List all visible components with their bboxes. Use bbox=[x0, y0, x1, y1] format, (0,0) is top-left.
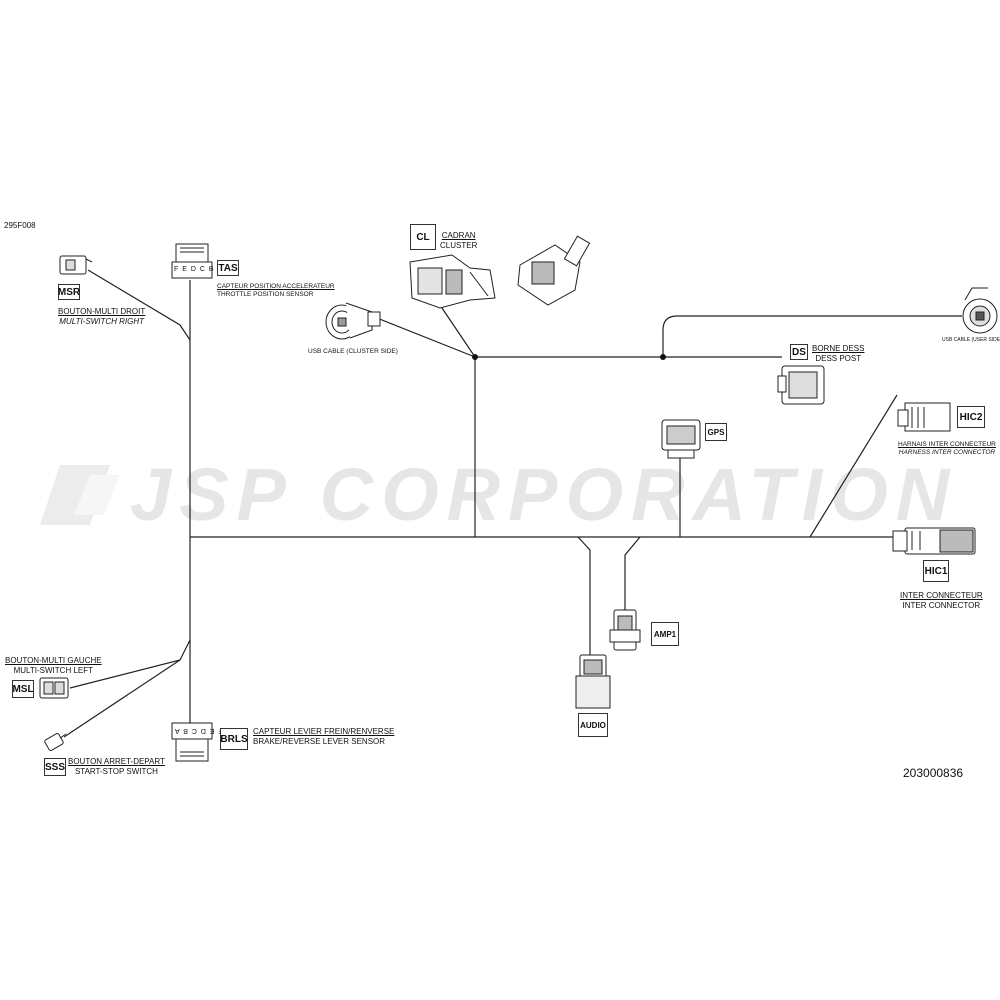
usb-user-side-icon bbox=[962, 287, 998, 334]
cl-label-fr: CADRAN bbox=[441, 231, 476, 240]
watermark-text: JSP CORPORATION bbox=[130, 453, 958, 536]
tas-pin-letters: F E D C B A bbox=[174, 266, 223, 273]
usb-user-label: USB CABLE (USER SIDE) bbox=[942, 337, 1000, 343]
audio-code: AUDIO bbox=[578, 713, 608, 737]
msl-code: MSL bbox=[12, 680, 34, 698]
hic1-code: HIC1 bbox=[923, 560, 949, 582]
hic2-connector-icon bbox=[897, 402, 951, 432]
msl-label-fr: BOUTON-MULTI GAUCHE bbox=[5, 656, 102, 665]
hic1-label-en: INTER CONNECTOR bbox=[902, 601, 981, 610]
brls-label-en: BRAKE/REVERSE LEVER SENSOR bbox=[253, 737, 386, 746]
brls-pin-letters: F E D C B A bbox=[174, 727, 223, 734]
brls-connector-icon bbox=[171, 722, 213, 762]
brls-code: BRLS bbox=[220, 728, 248, 750]
usb-cluster-label: USB CABLE (CLUSTER SIDE) bbox=[308, 348, 398, 355]
usb-cluster-side-icon bbox=[325, 302, 381, 340]
cluster-connector-icon bbox=[409, 254, 496, 309]
sss-label-fr: BOUTON ARRET-DEPART bbox=[68, 757, 165, 766]
amp1-code: AMP1 bbox=[651, 622, 679, 646]
tas-label-en: THROTTLE POSITION SENSOR bbox=[217, 291, 314, 298]
msr-label-en: MULTI-SWITCH RIGHT bbox=[59, 317, 144, 326]
msl-connector-icon bbox=[39, 677, 69, 699]
gps-connector-icon bbox=[661, 419, 701, 459]
brls-label-fr: CAPTEUR LEVIER FREIN/RENVERSE bbox=[253, 727, 395, 736]
brls-label: CAPTEUR LEVIER FREIN/RENVERSE BRAKE/REVE… bbox=[253, 727, 394, 747]
ds-label-fr: BORNE DESS bbox=[812, 344, 865, 353]
tas-code: TAS bbox=[217, 260, 239, 276]
audio-connector-icon bbox=[575, 654, 611, 709]
hic2-label-en: HARNESS INTER CONNECTOR bbox=[898, 449, 996, 456]
amp1-connector-icon bbox=[609, 609, 641, 651]
msr-label: BOUTON-MULTI DROIT MULTI-SWITCH RIGHT bbox=[58, 307, 145, 327]
hic2-label-fr: HARNAIS INTER CONNECTEUR bbox=[898, 441, 996, 448]
msl-label-en: MULTI-SWITCH LEFT bbox=[13, 666, 93, 675]
sss-label-en: START-STOP SWITCH bbox=[74, 767, 158, 776]
ds-connector-icon bbox=[777, 365, 825, 405]
cl-label: CADRAN CLUSTER bbox=[440, 231, 477, 251]
cluster-connector-alt-icon bbox=[517, 235, 591, 306]
cl-code: CL bbox=[410, 224, 436, 250]
msr-label-fr: BOUTON-MULTI DROIT bbox=[58, 307, 146, 316]
tas-label-fr: CAPTEUR POSITION ACCELERATEUR bbox=[217, 283, 335, 290]
msl-label: BOUTON-MULTI GAUCHE MULTI-SWITCH LEFT bbox=[5, 656, 102, 676]
cl-label-en: CLUSTER bbox=[440, 241, 478, 250]
hic2-label: HARNAIS INTER CONNECTEUR HARNESS INTER C… bbox=[898, 441, 996, 457]
msr-code: MSR bbox=[58, 284, 80, 300]
sss-connector-icon bbox=[44, 733, 67, 751]
ds-label: BORNE DESS DESS POST bbox=[812, 344, 864, 364]
ds-code: DS bbox=[790, 344, 808, 360]
hic1-label-fr: INTER CONNECTEUR bbox=[900, 591, 983, 600]
sss-label: BOUTON ARRET-DEPART START-STOP SWITCH bbox=[68, 757, 165, 777]
hic2-code: HIC2 bbox=[957, 406, 985, 428]
tas-connector-icon bbox=[171, 243, 213, 279]
msr-connector-icon bbox=[59, 255, 93, 275]
ds-label-en: DESS POST bbox=[815, 354, 862, 363]
sss-code: SSS bbox=[44, 758, 66, 776]
hic1-connector-icon bbox=[892, 527, 976, 555]
gps-code: GPS bbox=[705, 423, 727, 441]
hic1-label: INTER CONNECTEUR INTER CONNECTOR bbox=[900, 591, 983, 611]
watermark-logo-icon bbox=[40, 465, 120, 525]
part-number: 203000836 bbox=[903, 766, 964, 780]
figure-code: 295F008 bbox=[4, 221, 36, 230]
tas-label: CAPTEUR POSITION ACCELERATEUR THROTTLE P… bbox=[217, 283, 335, 299]
